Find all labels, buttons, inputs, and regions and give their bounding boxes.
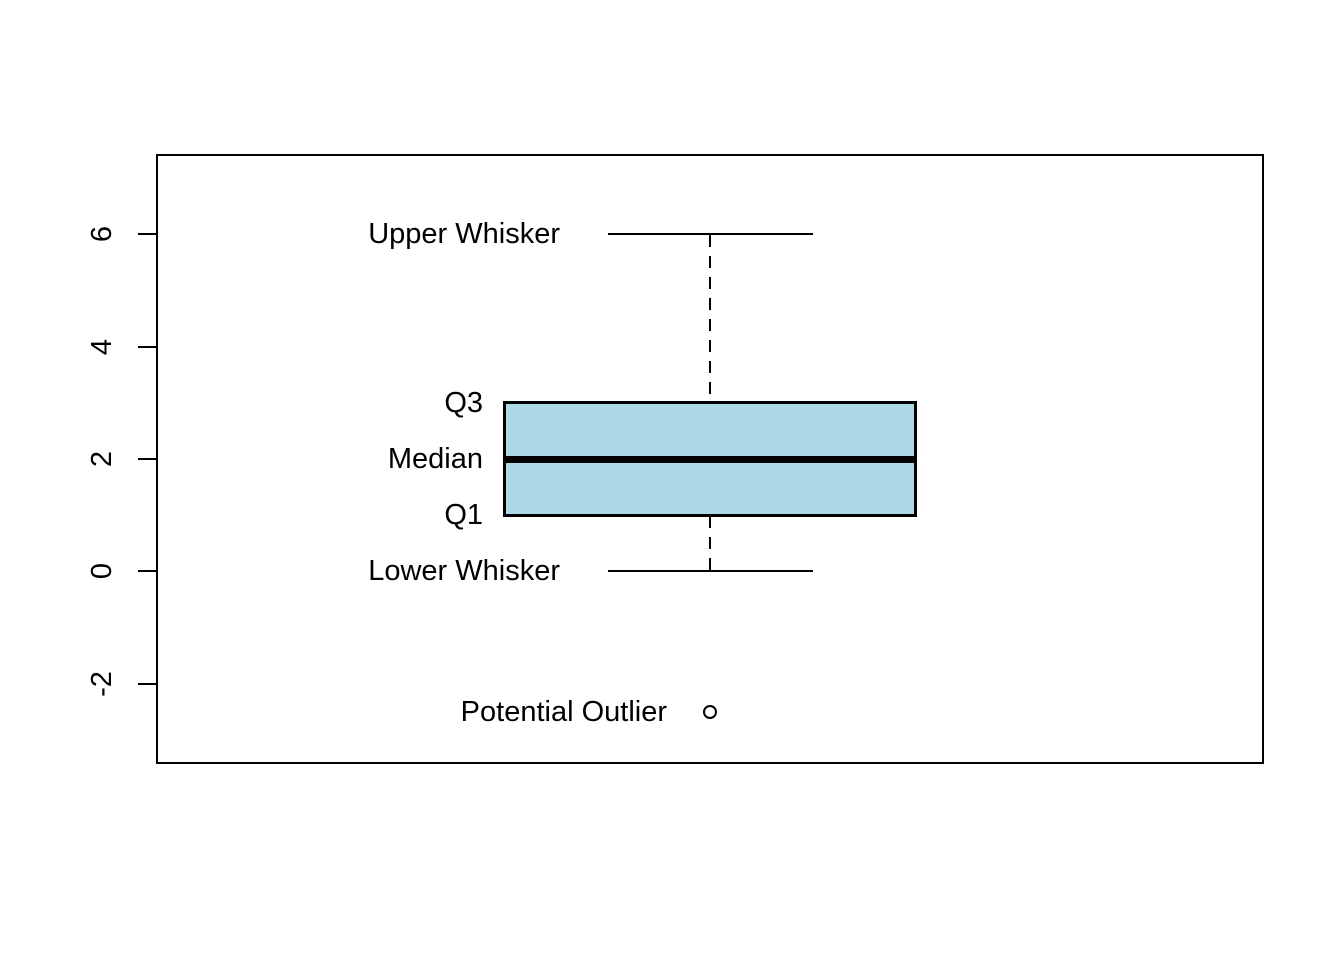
lower-whisker-cap <box>608 570 813 573</box>
lower-whisker-stem <box>709 516 711 571</box>
plot-frame <box>156 154 1264 764</box>
y-tick-label: 0 <box>86 563 118 580</box>
annotation-q3: Q3 <box>444 386 483 419</box>
outlier-point <box>703 704 717 719</box>
annotation-lower-whisker: Lower Whisker <box>368 555 560 588</box>
y-tick-label: 4 <box>86 338 118 355</box>
annotation-upper-whisker: Upper Whisker <box>368 218 560 251</box>
y-tick-mark <box>138 570 157 573</box>
upper-whisker-cap <box>608 233 813 236</box>
y-tick-mark <box>138 345 157 348</box>
annotation-outlier: Potential Outlier <box>460 695 667 728</box>
y-tick-label: -2 <box>86 670 118 697</box>
annotation-q1: Q1 <box>444 499 483 532</box>
y-tick-label: 6 <box>86 226 118 243</box>
annotation-median: Median <box>387 443 483 475</box>
y-tick-mark <box>138 682 157 685</box>
median-line <box>505 455 915 463</box>
y-tick-mark <box>138 458 157 460</box>
y-tick-label: 2 <box>86 450 118 468</box>
y-tick-mark <box>138 233 157 236</box>
upper-whisker-stem <box>709 235 711 402</box>
